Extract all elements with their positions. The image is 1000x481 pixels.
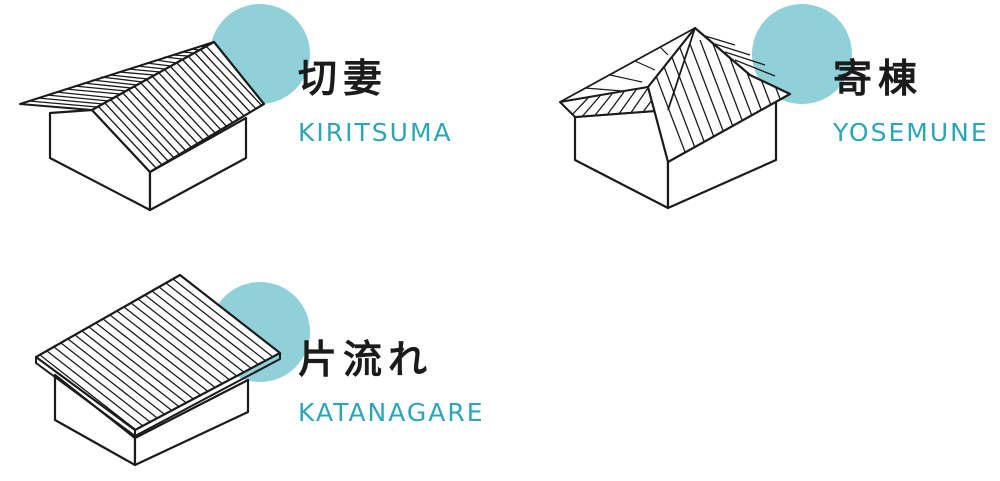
- house-front-wall: [573, 108, 670, 210]
- roof-name-en: KATANAGARE: [298, 398, 485, 427]
- roof-name-jp: 片流れ: [298, 338, 434, 383]
- roof-name-en: YOSEMUNE: [833, 118, 989, 147]
- roof-back-plane: [19, 41, 215, 111]
- roof-card-yosemune: [540, 0, 1000, 220]
- roof-name-jp: 切妻: [298, 57, 389, 102]
- roof-name-en: KIRITSUMA: [298, 118, 453, 147]
- roof-name-jp: 寄棟: [833, 57, 924, 102]
- shed-roof-house-icon: [34, 273, 310, 467]
- house-side-wall: [133, 378, 250, 467]
- roof-card-katanagare: [0, 260, 520, 481]
- house-side-wall: [148, 116, 248, 212]
- roof-single-slope-plane: [34, 273, 282, 437]
- hip-roof-house-icon: [559, 4, 852, 210]
- accent-circle: [752, 4, 852, 104]
- roof-card-kiritsuma: [0, 0, 480, 220]
- roof-front-plane: [90, 40, 266, 174]
- gable-roof-house-icon: [19, 4, 310, 212]
